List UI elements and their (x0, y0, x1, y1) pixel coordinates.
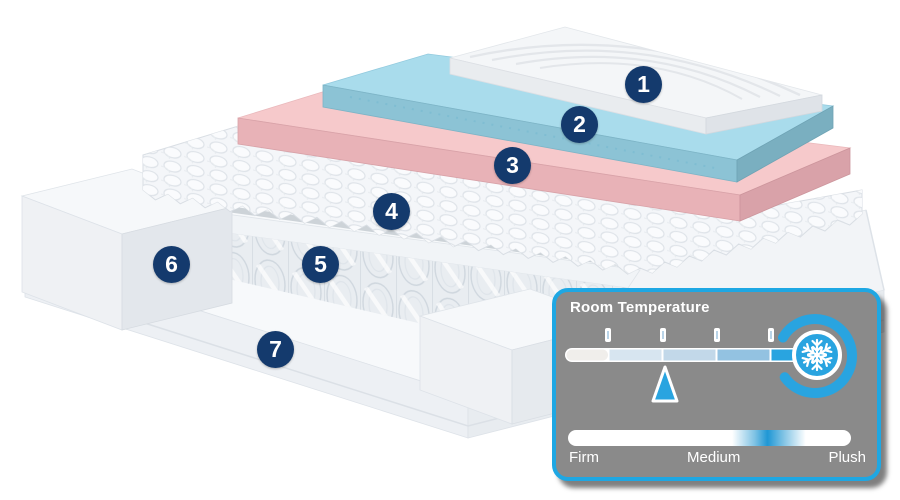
gauge-pointer (651, 365, 679, 403)
room-temperature-panel: Room Temperature (552, 288, 881, 481)
snowflake-icon (800, 338, 834, 372)
badge-layer-2: 2 (561, 106, 598, 143)
pink-end-face (739, 147, 851, 222)
cover-end-face (705, 94, 823, 135)
body-end-edge (865, 209, 885, 291)
gauge-tick (605, 328, 611, 342)
badge-layer-6: 6 (153, 246, 190, 283)
badge-layer-5: 5 (302, 246, 339, 283)
gauge-track (565, 348, 812, 362)
badge-3-number: 3 (506, 152, 519, 178)
firmness-bar (568, 430, 851, 446)
badge-7-number: 7 (269, 336, 282, 362)
firmness-label-medium: Medium (687, 449, 741, 466)
gauge-tick (714, 328, 720, 342)
badge-layer-7: 7 (257, 331, 294, 368)
layer-egg-crate-foam (142, 123, 863, 275)
badge-layer-3: 3 (494, 147, 531, 184)
badge-layer-4: 4 (373, 193, 410, 230)
gauge-ticks (605, 328, 774, 342)
firmness-labels: Firm Medium Plush (569, 449, 866, 466)
blue-end-face (736, 105, 834, 183)
gauge-tick (660, 328, 666, 342)
firmness-label-plush: Plush (828, 449, 866, 466)
badge-6-number: 6 (165, 251, 178, 277)
egg-crate-texture (143, 124, 862, 275)
badge-1-number: 1 (637, 71, 650, 97)
cooling-arc (778, 314, 857, 399)
badge-layer-1: 1 (625, 66, 662, 103)
badge-4-number: 4 (385, 198, 398, 224)
temperature-gauge (565, 314, 857, 403)
firmness-label-firm: Firm (569, 449, 599, 466)
panel-title: Room Temperature (570, 299, 710, 316)
badge-2-number: 2 (573, 111, 586, 137)
gauge-tick (768, 328, 774, 342)
badge-5-number: 5 (314, 251, 327, 277)
